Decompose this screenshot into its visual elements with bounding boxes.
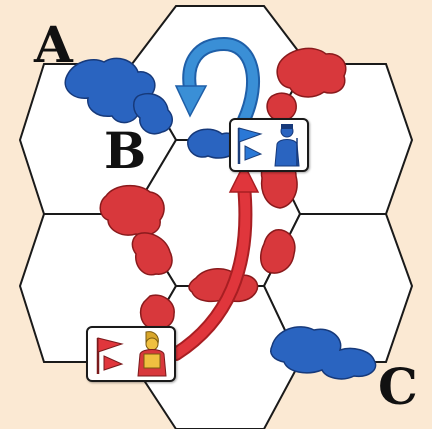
label-c: C — [378, 357, 418, 416]
red-curved-arrow — [169, 162, 260, 361]
red-unit-card[interactable] — [86, 326, 176, 382]
red-flag-icon — [96, 337, 124, 374]
blue-card-art — [237, 124, 300, 167]
label-b: B — [104, 121, 147, 180]
red-card-art — [96, 331, 167, 377]
red-unit-top-right[interactable] — [260, 47, 347, 209]
red-unit-bottom-left[interactable] — [139, 294, 175, 330]
blue-unit-card[interactable] — [229, 118, 309, 172]
label-a: A — [34, 15, 73, 74]
blue-curved-arrow — [174, 36, 261, 127]
blue-unit-top-left[interactable] — [64, 57, 173, 135]
blue-soldier-icon — [274, 124, 300, 167]
blue-unit-near-c[interactable] — [270, 326, 377, 380]
blue-flag-icon — [237, 127, 263, 164]
red-soldier-icon — [137, 331, 167, 377]
red-unit-left-middle[interactable] — [99, 184, 296, 276]
